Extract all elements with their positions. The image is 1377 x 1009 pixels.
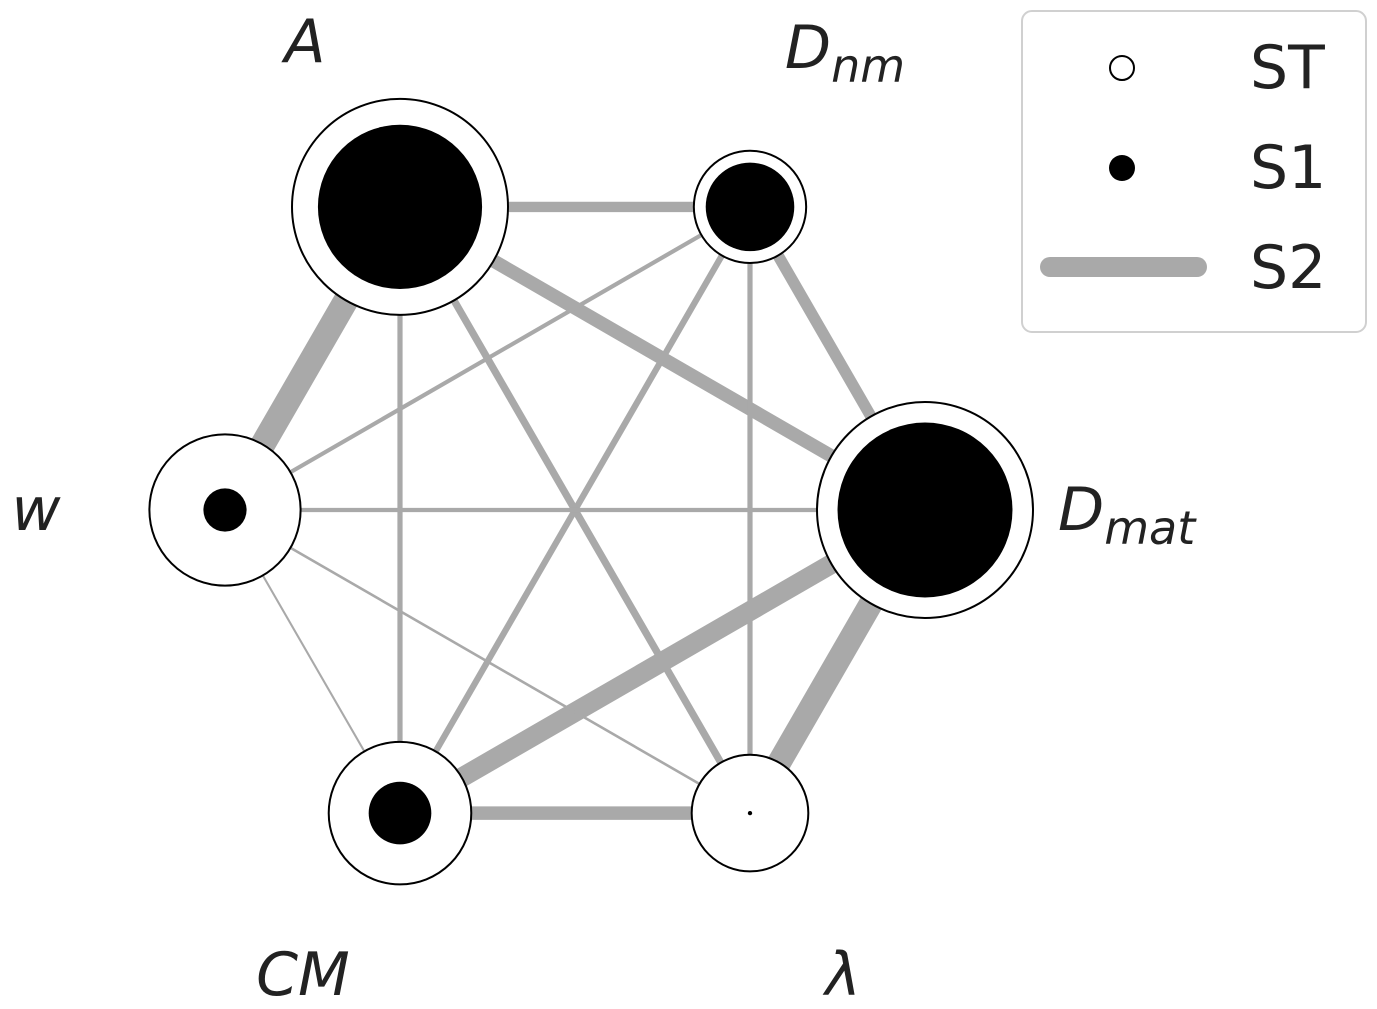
node-label-lam: λ [822, 940, 861, 1009]
node-label-Dmat: Dmat [1058, 475, 1197, 555]
legend-frame [1021, 10, 1367, 333]
node-group [148, 97, 1034, 886]
node-A-s1-circle [317, 124, 483, 289]
node-w-s1-circle [203, 488, 247, 532]
node-CM-s1-circle [368, 781, 432, 845]
legend-s1-label: S1 [1250, 133, 1326, 203]
node-label-Dmat-subscript: mat [1104, 501, 1197, 555]
legend-s1-marker [1109, 155, 1135, 181]
node-label-w-main: w [11, 475, 61, 545]
node-label-A: A [280, 7, 325, 77]
node-label-Dnm-main: D [785, 13, 831, 83]
node-Dmat-s1-circle [837, 422, 1013, 598]
legend: ST S1 S2 [1021, 10, 1367, 333]
node-label-lam-main: λ [822, 940, 861, 1009]
node-label-A-main: A [280, 7, 325, 77]
node-label-CM: CM [256, 940, 350, 1009]
node-Dnm-s1-circle [705, 162, 795, 252]
edge-Dnm-w [223, 205, 752, 512]
legend-st-label: ST [1250, 33, 1325, 103]
node-lam-s1-circle [747, 810, 753, 816]
edge-lam-w [224, 508, 751, 815]
legend-s2-label: S2 [1250, 233, 1326, 303]
node-label-w: w [11, 475, 61, 545]
node-label-CM-main: CM [256, 940, 350, 1009]
node-label-Dnm-subscript: nm [831, 39, 905, 93]
node-label-Dnm: Dnm [785, 13, 905, 93]
legend-st-marker [1109, 55, 1135, 81]
node-label-Dmat-main: D [1058, 475, 1104, 545]
